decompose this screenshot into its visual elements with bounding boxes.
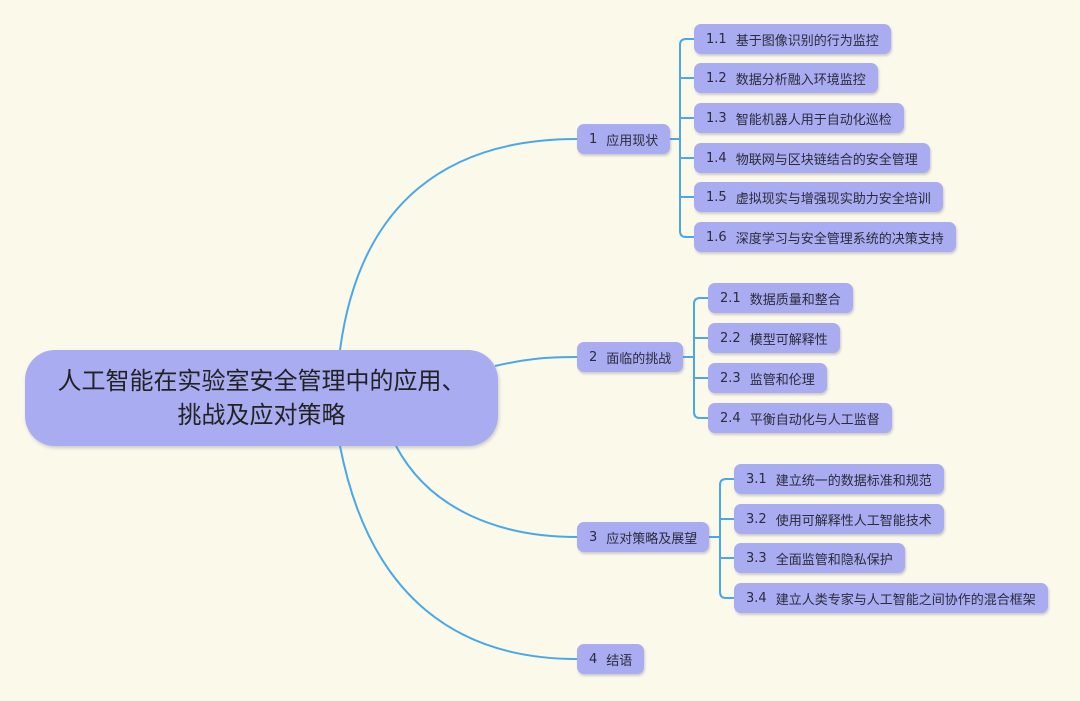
subtopic-1-6[interactable]: 1.6 深度学习与安全管理系统的决策支持 bbox=[694, 222, 956, 252]
subtopic-3-3[interactable]: 3.3 全面监管和隐私保护 bbox=[734, 543, 905, 573]
subtopic-label: 使用可解释性人工智能技术 bbox=[775, 513, 932, 529]
root-title-line1: 人工智能在实验室安全管理中的应用、 bbox=[57, 367, 466, 395]
link-root-3 bbox=[395, 445, 578, 538]
subtopic-1-5[interactable]: 1.5 虚拟现实与增强现实助力安全培训 bbox=[694, 182, 943, 212]
branch-label: 结语 bbox=[606, 653, 633, 669]
subtopic-label: 物联网与区块链结合的安全管理 bbox=[735, 152, 918, 168]
subtopic-number: 2.3 bbox=[720, 370, 741, 386]
subtopic-number: 1.5 bbox=[706, 189, 727, 205]
link-root-2 bbox=[494, 356, 578, 367]
subtopic-number: 2.4 bbox=[720, 410, 741, 426]
subtopic-2-1[interactable]: 2.1 数据质量和整合 bbox=[708, 283, 853, 313]
subtopic-label: 监管和伦理 bbox=[749, 372, 815, 388]
root-topic[interactable]: 人工智能在实验室安全管理中的应用、 挑战及应对策略 bbox=[25, 350, 498, 446]
subtopic-label: 模型可解释性 bbox=[749, 332, 828, 348]
branch-label: 面临的挑战 bbox=[606, 351, 672, 367]
branch-label: 应用现状 bbox=[606, 133, 659, 149]
subtopic-number: 3.4 bbox=[746, 590, 767, 606]
bracket-3 bbox=[708, 478, 734, 599]
subtopic-number: 3.1 bbox=[746, 471, 767, 487]
branch-label: 应对策略及展望 bbox=[606, 531, 698, 547]
subtopic-number: 3.2 bbox=[746, 511, 767, 527]
subtopic-number: 3.3 bbox=[746, 550, 767, 566]
subtopic-label: 全面监管和隐私保护 bbox=[775, 552, 893, 568]
branch-3[interactable]: 3 应对策略及展望 bbox=[577, 522, 710, 552]
branch-2[interactable]: 2 面临的挑战 bbox=[577, 342, 684, 372]
subtopic-label: 虚拟现实与增强现实助力安全培训 bbox=[735, 191, 931, 207]
subtopic-label: 建立统一的数据标准和规范 bbox=[775, 473, 932, 489]
root-title-line2: 挑战及应对策略 bbox=[177, 401, 346, 429]
subtopic-label: 智能机器人用于自动化巡检 bbox=[735, 112, 892, 128]
subtopic-number: 1.6 bbox=[706, 229, 727, 245]
subtopic-number: 2.1 bbox=[720, 290, 741, 306]
subtopic-label: 深度学习与安全管理系统的决策支持 bbox=[735, 231, 944, 247]
subtopic-label: 数据分析融入环境监控 bbox=[735, 72, 866, 88]
subtopic-label: 数据质量和整合 bbox=[749, 292, 841, 308]
branch-number: 1 bbox=[589, 131, 598, 147]
subtopic-3-1[interactable]: 3.1 建立统一的数据标准和规范 bbox=[734, 464, 944, 494]
subtopic-1-1[interactable]: 1.1 基于图像识别的行为监控 bbox=[694, 24, 891, 54]
subtopic-1-2[interactable]: 1.2 数据分析融入环境监控 bbox=[694, 63, 878, 93]
subtopic-1-4[interactable]: 1.4 物联网与区块链结合的安全管理 bbox=[694, 143, 930, 173]
subtopic-label: 基于图像识别的行为监控 bbox=[735, 33, 879, 49]
branch-1[interactable]: 1 应用现状 bbox=[577, 124, 671, 154]
branch-number: 4 bbox=[589, 651, 598, 667]
subtopic-number: 1.1 bbox=[706, 31, 727, 47]
branch-number: 2 bbox=[589, 349, 598, 365]
subtopic-2-4[interactable]: 2.4 平衡自动化与人工监督 bbox=[708, 403, 892, 433]
subtopic-label: 建立人类专家与人工智能之间协作的混合框架 bbox=[775, 592, 1036, 608]
link-root-1 bbox=[339, 138, 578, 351]
subtopic-number: 1.3 bbox=[706, 110, 727, 126]
subtopic-2-2[interactable]: 2.2 模型可解释性 bbox=[708, 323, 840, 353]
branch-number: 3 bbox=[589, 529, 598, 545]
subtopic-1-3[interactable]: 1.3 智能机器人用于自动化巡检 bbox=[694, 103, 904, 133]
subtopic-2-3[interactable]: 2.3 监管和伦理 bbox=[708, 363, 827, 393]
subtopic-number: 1.4 bbox=[706, 150, 727, 166]
bracket-1 bbox=[667, 38, 694, 238]
subtopic-3-4[interactable]: 3.4 建立人类专家与人工智能之间协作的混合框架 bbox=[734, 583, 1048, 613]
subtopic-number: 1.2 bbox=[706, 70, 727, 86]
subtopic-label: 平衡自动化与人工监督 bbox=[749, 412, 880, 428]
link-root-4 bbox=[339, 445, 578, 660]
branch-4[interactable]: 4 结语 bbox=[577, 644, 645, 674]
subtopic-number: 2.2 bbox=[720, 330, 741, 346]
subtopic-3-2[interactable]: 3.2 使用可解释性人工智能技术 bbox=[734, 504, 944, 534]
